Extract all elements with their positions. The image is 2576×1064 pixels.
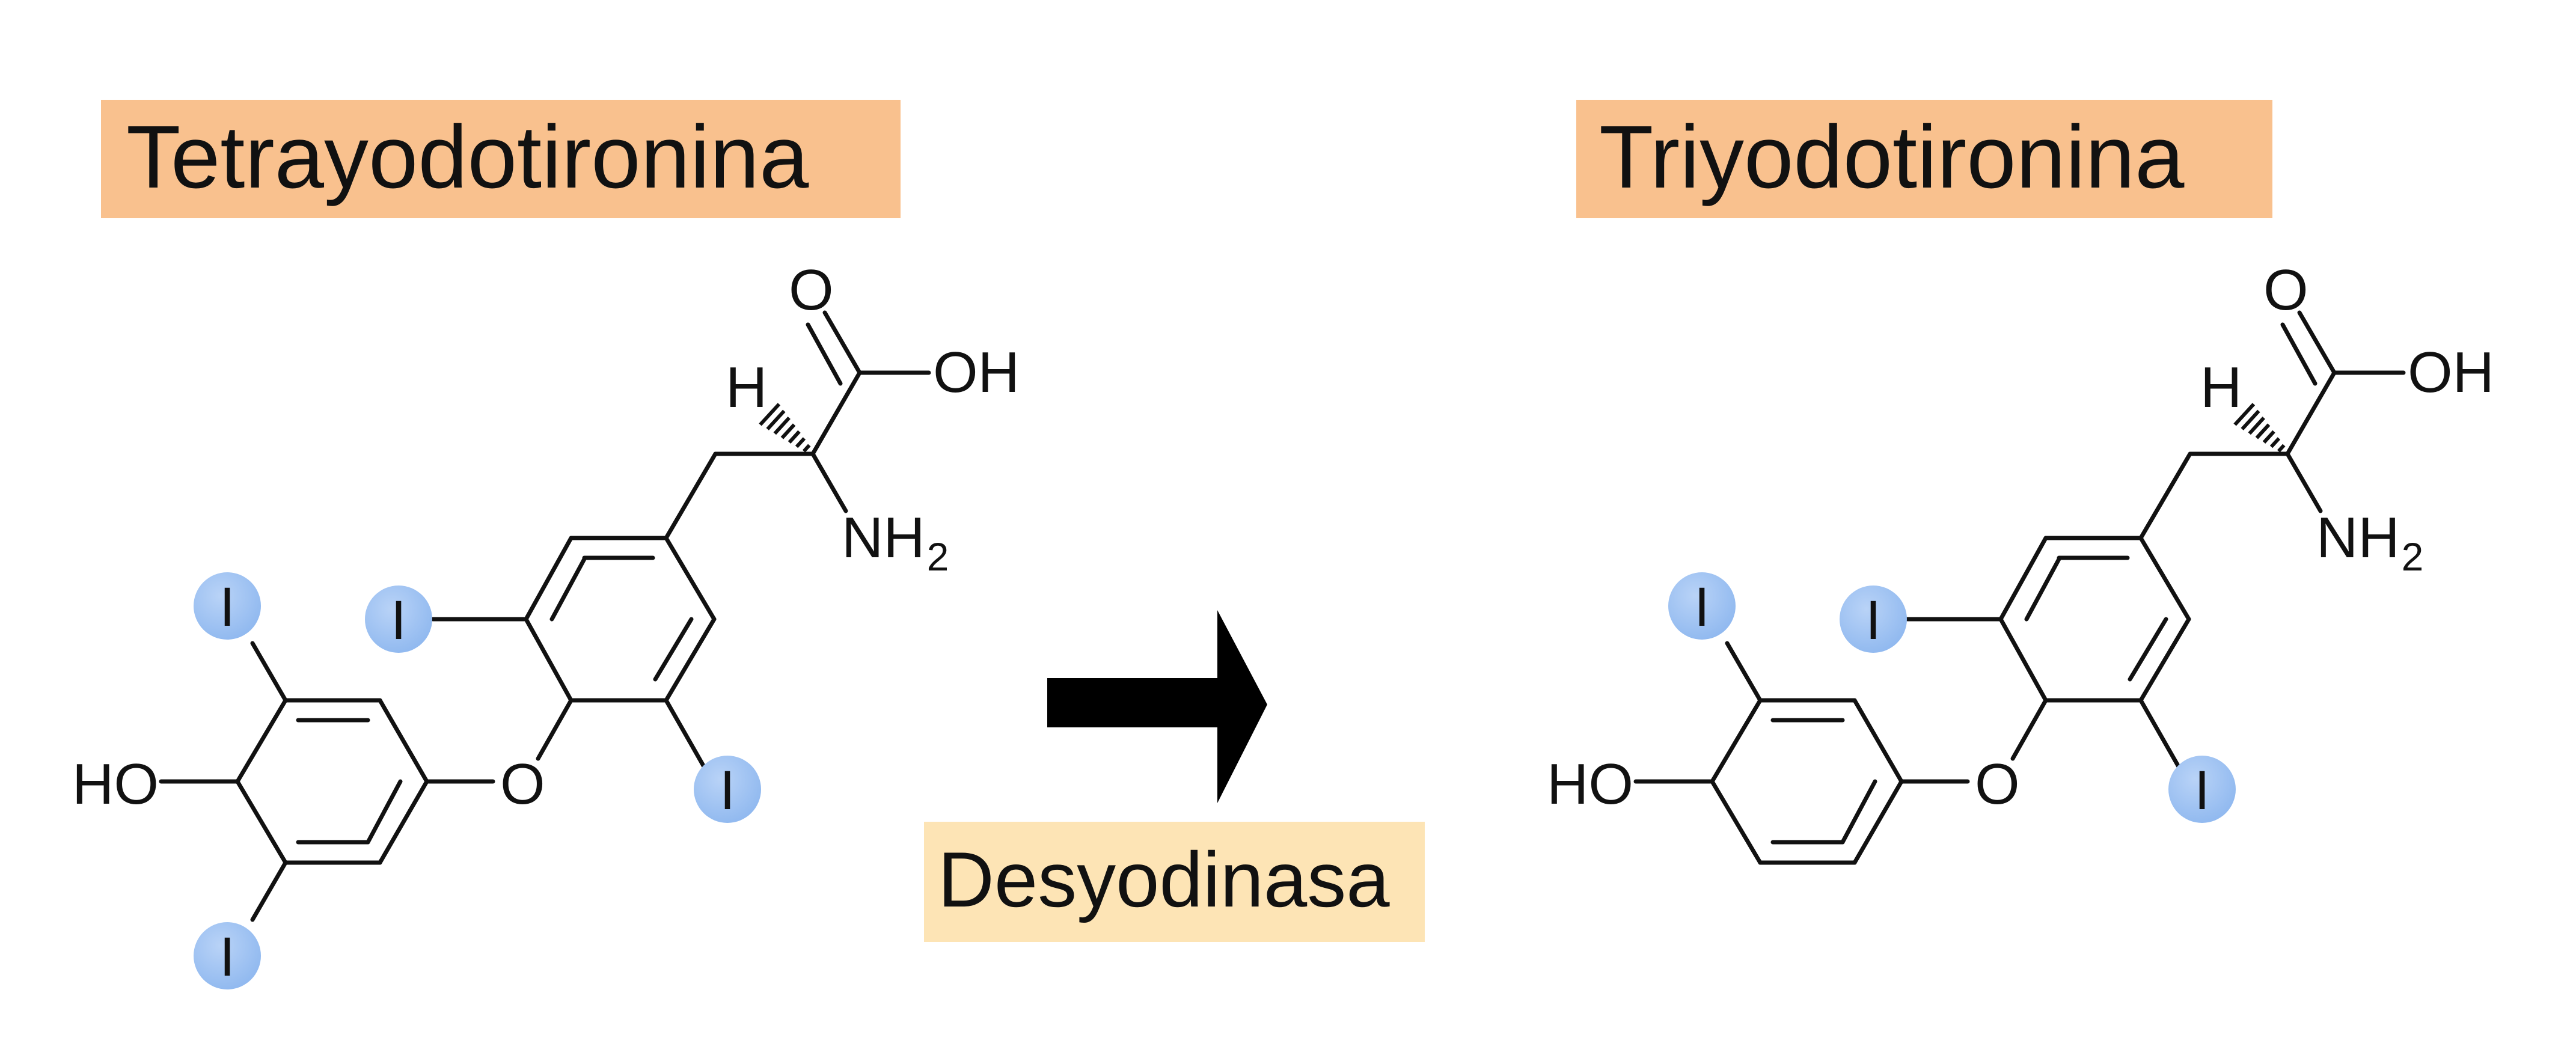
hashed-wedge-bond (2248, 417, 2265, 435)
bond-line (366, 779, 403, 845)
bond-line (378, 698, 429, 784)
bond-line (1852, 779, 1904, 865)
left-acid-hydroxyl-label: OH (933, 340, 1020, 405)
left-title: Tetrayodotironina (126, 108, 809, 207)
right-iodine-atoms: I I I (1668, 572, 2236, 823)
tetraiodothyronine-molecule: HO O O OH H NH2 I I I I (72, 258, 1020, 989)
iodine-atom-icon (194, 922, 261, 989)
bond-line (653, 617, 694, 682)
bond-line (1725, 641, 1763, 703)
bond-line (664, 536, 717, 622)
left-title-background (101, 100, 901, 218)
right-carbonyl-oxygen-label: O (2263, 258, 2308, 322)
left-hydroxyl-label: HO (72, 752, 159, 816)
bond-line (1852, 698, 1904, 784)
right-title: Triyodotironina (1599, 108, 2185, 207)
iodine-atom-label: I (219, 576, 235, 638)
hashed-wedge-bond (788, 430, 801, 444)
left-molecule-bonds (159, 310, 931, 922)
bond-line (1710, 698, 1763, 784)
iodine-atom-label: I (1865, 590, 1881, 651)
enzyme-label: Desyodinasa (938, 836, 1390, 923)
bond-line (2010, 698, 2048, 761)
bond-line (2024, 557, 2061, 622)
right-hydroxyl-label: HO (1547, 752, 1633, 816)
hashed-wedge-bond (2269, 437, 2281, 448)
iodine-atom-label: I (720, 760, 735, 821)
iodine-atom-icon (365, 586, 432, 653)
bond-line (664, 451, 718, 540)
hashed-wedge-bond (2262, 430, 2275, 444)
right-alpha-hydrogen-label: H (2200, 355, 2242, 420)
hashed-wedge-bond (759, 403, 781, 426)
bond-line (250, 641, 288, 703)
hashed-wedge-bond (2255, 423, 2271, 439)
iodine-atom-icon (1668, 572, 1736, 640)
right-title-background (1576, 100, 2272, 218)
bond-line (810, 370, 862, 456)
left-carbonyl-oxygen-label: O (789, 258, 834, 322)
right-ether-oxygen-label: O (1975, 752, 2020, 816)
left-amine-label: NH2 (842, 506, 949, 579)
bond-line (2138, 617, 2191, 703)
left-title-box: Tetrayodotironina (101, 100, 901, 218)
right-molecule-atoms: HO O O OH H NH2 (1547, 258, 2494, 816)
bond-line (822, 310, 862, 375)
iodine-atom-label: I (219, 926, 235, 988)
bond-line (524, 617, 574, 703)
hashed-wedge-bond (766, 409, 786, 430)
right-amine-label: NH2 (2316, 506, 2423, 579)
bond-line (378, 779, 429, 865)
bond-line (250, 860, 288, 922)
iodine-atom-label: I (2194, 760, 2210, 821)
hashed-wedge-bond (2277, 444, 2286, 453)
hashed-wedge-bond (2233, 403, 2256, 426)
iodine-atom-icon (694, 756, 761, 823)
hashed-wedge-bond (2241, 409, 2260, 430)
bond-line (2280, 322, 2317, 386)
bond-line (810, 451, 848, 513)
right-arrow-icon (1047, 610, 1267, 803)
bond-line (2285, 451, 2323, 513)
hashed-wedge-bond (802, 444, 811, 453)
hashed-wedge-bond (795, 437, 806, 448)
right-molecule-bonds (1633, 310, 2406, 865)
bond-line (1710, 779, 1763, 865)
left-alpha-hydrogen-label: H (726, 355, 767, 420)
iodine-atom-icon (1840, 586, 1907, 653)
bond-line (2285, 370, 2337, 456)
right-title-box: Triyodotironina (1576, 100, 2272, 218)
bond-line (549, 557, 587, 622)
bond-line (2138, 451, 2192, 540)
bond-line (524, 536, 574, 622)
iodine-atom-label: I (391, 590, 406, 651)
bond-line (2128, 617, 2168, 682)
bond-line (1998, 617, 2048, 703)
bond-line (806, 322, 843, 386)
iodine-atom-icon (194, 572, 261, 640)
triiodothyronine-molecule: HO O O OH H NH2 I I I (1547, 258, 2494, 865)
hashed-wedge-bond (780, 423, 796, 439)
hashed-wedge-bond (773, 417, 791, 435)
bond-line (1998, 536, 2048, 622)
iodine-atom-label: I (1694, 576, 1710, 638)
bond-line (235, 779, 288, 865)
enzyme-label-box: Desyodinasa (924, 822, 1425, 942)
enzyme-label-background (924, 822, 1425, 942)
left-molecule-atoms: HO O O OH H NH2 (72, 258, 1020, 816)
iodine-atom-icon (2168, 756, 2236, 823)
right-acid-hydroxyl-label: OH (2408, 340, 2494, 405)
bond-line (2297, 310, 2337, 375)
bond-line (2138, 536, 2191, 622)
bond-line (536, 698, 574, 761)
bond-line (235, 698, 288, 784)
bond-line (1840, 779, 1877, 845)
left-ether-oxygen-label: O (500, 752, 545, 816)
left-iodine-atoms: I I I I (194, 572, 761, 989)
bond-line (664, 617, 717, 703)
